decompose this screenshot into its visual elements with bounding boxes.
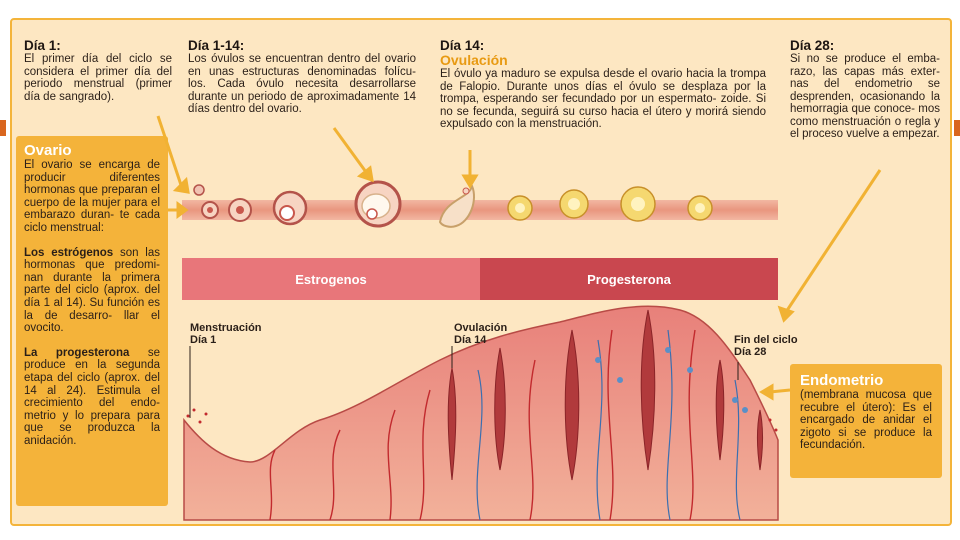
endometrio-box: Endometrio (membrana mucosa que recubre … <box>790 364 942 478</box>
accent-bar-left <box>0 120 6 136</box>
menstruacion-l2: Día 1 <box>190 334 217 346</box>
dia1-14-title: Día 1-14: <box>188 38 245 53</box>
progesterona-bar: Progesterona <box>480 258 778 300</box>
accent-bar-right <box>954 120 960 136</box>
dia1-text: El primer día del ciclo se considera el … <box>24 53 172 103</box>
estrogenos-bar: Estrogenos <box>182 258 480 300</box>
ovario-p3-bold: La progesterona <box>24 346 130 359</box>
ovario-p2: Los estrógenos son las hormonas que pred… <box>24 247 160 335</box>
ovario-p1: El ovario se encarga de producir diferen… <box>24 159 160 234</box>
dia28-title: Día 28: <box>790 38 835 53</box>
ovario-box: Ovario El ovario se encarga de producir … <box>16 136 168 506</box>
endometrio-text: (membrana mucosa que recubre el útero): … <box>800 389 932 452</box>
endometrium-illustration <box>183 305 779 521</box>
dia1-block: Día 1: El primer día del ciclo se consid… <box>24 38 172 103</box>
dia14-title: Día 14: <box>440 38 485 53</box>
estrogenos-label: Estrogenos <box>295 271 367 287</box>
dia14-text: El óvulo ya maduro se expulsa desde el o… <box>440 68 766 130</box>
ovario-p2-text: son las hormonas que predomi- nan durant… <box>24 246 160 335</box>
dia1-14-text: Los óvulos se encuentran dentro del ovar… <box>188 53 416 115</box>
ovulacion-label: Ovulación Día 14 <box>454 322 507 346</box>
endometrio-title: Endometrio <box>800 372 884 389</box>
menstruacion-l1: Menstruación <box>190 322 262 334</box>
fin-ciclo-label: Fin del ciclo Día 28 <box>734 334 798 358</box>
dia28-text: Si no se produce el emba- razo, las capa… <box>790 53 940 140</box>
dia14-block: Día 14: Ovulación El óvulo ya maduro se … <box>440 38 766 131</box>
ovario-p3: La progesterona se produce en la segunda… <box>24 347 160 448</box>
ovulacion-l1: Ovulación <box>454 322 508 334</box>
ovario-p2-bold: Los estrógenos <box>24 246 114 259</box>
ovario-p3-text: se produce en la segunda etapa del ciclo… <box>24 346 161 447</box>
arrows <box>156 115 882 401</box>
fin-l1: Fin del ciclo <box>734 334 798 346</box>
menstruacion-label: Menstruación Día 1 <box>190 322 262 346</box>
ovulacion-l2: Día 14 <box>454 334 487 346</box>
progesterona-label: Progesterona <box>587 271 671 287</box>
ovario-title: Ovario <box>24 142 72 159</box>
dia28-block: Día 28: Si no se produce el emba- razo, … <box>790 38 940 141</box>
dia1-14-block: Día 1-14: Los óvulos se encuentran dentr… <box>188 38 416 116</box>
dia14-subtitle: Ovulación <box>440 52 508 68</box>
fin-l2: Día 28 <box>734 346 767 358</box>
follicle-stages <box>193 180 713 228</box>
dia1-title: Día 1: <box>24 38 61 53</box>
